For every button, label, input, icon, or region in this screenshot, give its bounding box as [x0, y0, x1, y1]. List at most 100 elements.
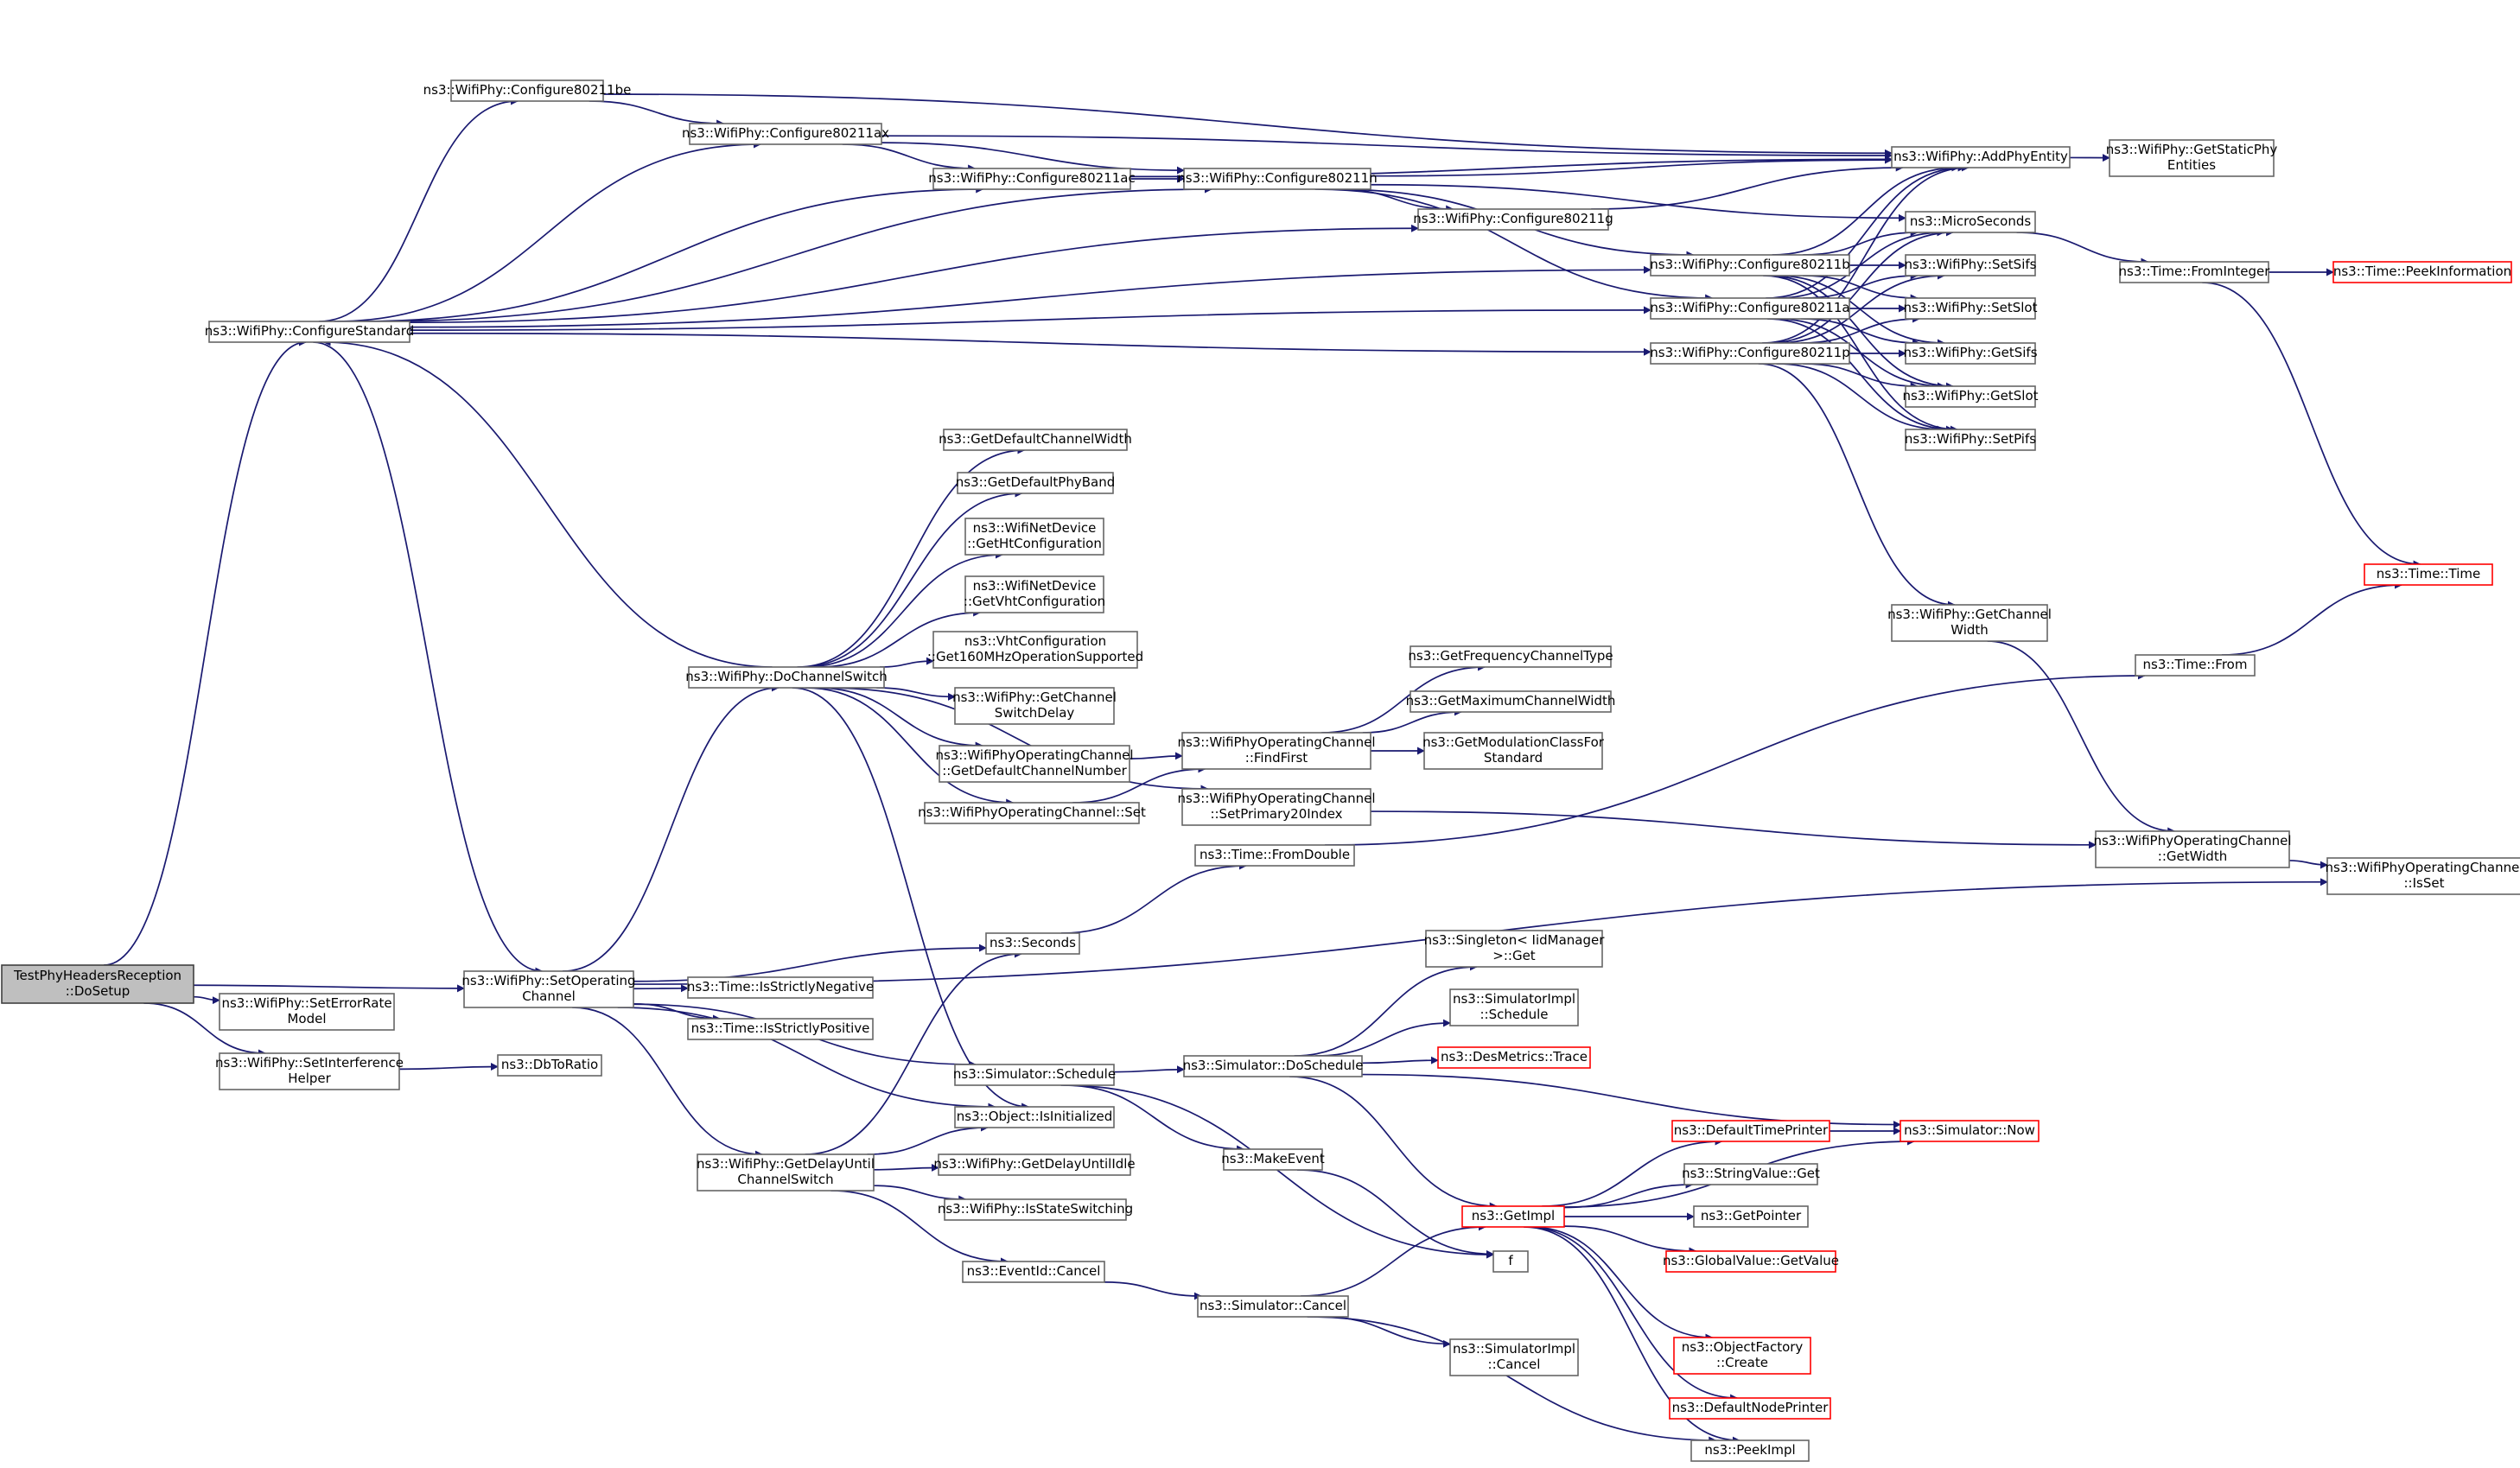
node-setSlot[interactable]: ns3::WifiPhy::SetSlot — [1904, 297, 2038, 320]
node-ax[interactable]: ns3::WifiPhy::Configure80211ax — [682, 123, 889, 145]
node-label: ns3::WifiPhy::Configure80211n — [1177, 170, 1377, 186]
node-getDefCW[interactable]: ns3::GetDefaultChannelWidth — [939, 429, 1132, 451]
node-n[interactable]: ns3::WifiPhy::Configure80211n — [1177, 168, 1378, 190]
node-label: ::FindFirst — [1245, 750, 1308, 766]
node-label: ns3::SimulatorImpl — [1453, 991, 1575, 1007]
edge-be-to-addPhy — [602, 93, 1893, 157]
node-strictPos[interactable]: ns3::Time::IsStrictlyPositive — [687, 1018, 874, 1040]
node-makeEvent[interactable]: ns3::MakeEvent — [1221, 1148, 1325, 1171]
node-label: ns3::WifiPhyOperatingChannel — [1177, 791, 1375, 806]
node-vht160[interactable]: ns3::VhtConfiguration::Get160MHzOperatio… — [927, 631, 1143, 669]
node-simSched[interactable]: ns3::Simulator::Schedule — [953, 1064, 1116, 1086]
node-f[interactable]: f — [1492, 1250, 1529, 1273]
node-box — [2332, 261, 2512, 283]
node-simDoSched[interactable]: ns3::Simulator::DoSchedule — [1183, 1055, 1364, 1077]
edge-p-to-getSlot — [1803, 363, 1919, 391]
node-box — [2119, 261, 2269, 283]
node-getDefChNum[interactable]: ns3::WifiPhyOperatingChannel::GetDefault… — [935, 745, 1134, 783]
node-box — [954, 687, 1115, 725]
node-getDelayIdle[interactable]: ns3::WifiPhy::GetDelayUntilIdle — [933, 1153, 1136, 1176]
edge-doChSw-to-getDefBand — [799, 489, 1023, 668]
node-a[interactable]: ns3::WifiPhy::Configure80211a — [1650, 297, 1850, 320]
node-cfgStd[interactable]: ns3::WifiPhy::ConfigureStandard — [205, 321, 414, 343]
node-box — [954, 1064, 1115, 1086]
node-timeFrom[interactable]: ns3::Time::From — [2135, 654, 2256, 677]
node-setSifs[interactable]: ns3::WifiPhy::SetSifs — [1905, 254, 2037, 276]
node-defTimePrinter[interactable]: ns3::DefaultTimePrinter — [1671, 1120, 1830, 1142]
node-isStateSw[interactable]: ns3::WifiPhy::IsStateSwitching — [938, 1198, 1133, 1221]
node-strictNeg[interactable]: ns3::Time::IsStrictlyNegative — [687, 976, 874, 999]
node-findFirst[interactable]: ns3::WifiPhyOperatingChannel::FindFirst — [1177, 732, 1376, 770]
node-implSched[interactable]: ns3::SimulatorImpl::Schedule — [1449, 988, 1579, 1026]
node-box — [687, 976, 874, 999]
node-p[interactable]: ns3::WifiPhy::Configure80211p — [1650, 342, 1850, 365]
edge-getDelay-to-getDelayIdle — [873, 1163, 939, 1172]
node-getVht[interactable]: ns3::WifiNetDevice::GetVhtConfiguration — [964, 575, 1105, 613]
node-label: ns3::Time::Time — [2377, 566, 2481, 581]
node-be[interactable]: ns3::WifiPhy::Configure80211be — [423, 79, 632, 102]
node-b[interactable]: ns3::WifiPhy::Configure80211b — [1650, 254, 1850, 276]
node-g[interactable]: ns3::WifiPhy::Configure80211g — [1413, 208, 1613, 231]
node-peekInfo[interactable]: ns3::Time::PeekInformation — [2332, 261, 2512, 283]
node-seconds[interactable]: ns3::Seconds — [985, 932, 1080, 955]
node-label: ns3::WifiPhy::SetSlot — [1904, 300, 2038, 315]
node-getPtr[interactable]: ns3::GetPointer — [1693, 1205, 1809, 1228]
node-simCancel[interactable]: ns3::Simulator::Cancel — [1197, 1295, 1349, 1318]
edge-timeFrom-to-timeTime — [2221, 581, 2403, 656]
node-evCancel[interactable]: ns3::EventId::Cancel — [962, 1261, 1105, 1283]
node-ac[interactable]: ns3::WifiPhy::Configure80211ac — [928, 168, 1136, 190]
nodes-layer: TestPhyHeadersReception::DoSetupns3::Wif… — [1, 79, 2520, 1462]
node-label: ::DoSetup — [66, 983, 130, 999]
node-getHt[interactable]: ns3::WifiNetDevice::GetHtConfiguration — [964, 518, 1104, 556]
node-setPifs[interactable]: ns3::WifiPhy::SetPifs — [1905, 429, 2036, 451]
node-singleton[interactable]: ns3::Singleton< IidManager >::Get — [1424, 930, 1606, 968]
node-getSlot[interactable]: ns3::WifiPhy::GetSlot — [1902, 385, 2039, 408]
edge-root-to-setErr — [193, 995, 220, 1005]
node-objFactory[interactable]: ns3::ObjectFactory::Create — [1673, 1337, 1811, 1375]
node-defNodePrinter[interactable]: ns3::DefaultNodePrinter — [1669, 1397, 1831, 1420]
node-simNow[interactable]: ns3::Simulator::Now — [1900, 1120, 2040, 1142]
node-getMaxCW[interactable]: ns3::GetMaximumChannelWidth — [1406, 690, 1616, 713]
node-micro[interactable]: ns3::MicroSeconds — [1905, 211, 2036, 233]
node-isInit[interactable]: ns3::Object::IsInitialized — [954, 1106, 1115, 1128]
node-implCancel[interactable]: ns3::SimulatorImpl::Cancel — [1449, 1338, 1579, 1376]
node-peekImpl[interactable]: ns3::PeekImpl — [1690, 1439, 1810, 1462]
node-isSet[interactable]: ns3::WifiPhyOperatingChannel::IsSet — [2325, 857, 2520, 895]
node-box — [1671, 1120, 1830, 1142]
node-addPhy[interactable]: ns3::WifiPhy::AddPhyEntity — [1891, 146, 2071, 168]
node-getWidth[interactable]: ns3::WifiPhyOperatingChannel::GetWidth — [2093, 830, 2292, 868]
edge-makeEvent-to-f — [1296, 1169, 1494, 1258]
node-dbToRatio[interactable]: ns3::DbToRatio — [497, 1054, 602, 1077]
edge-n-to-micro — [1370, 183, 1906, 222]
node-getImpl[interactable]: ns3::GetImpl — [1461, 1205, 1565, 1228]
node-box — [1181, 732, 1371, 770]
node-fromInt[interactable]: ns3::Time::FromInteger — [2119, 261, 2271, 283]
edge-p-to-getChW — [1758, 363, 1956, 609]
node-getFreqType[interactable]: ns3::GetFrequencyChannelType — [1408, 645, 1613, 668]
node-fromDouble[interactable]: ns3::Time::FromDouble — [1194, 844, 1355, 867]
node-box — [1693, 1205, 1809, 1228]
node-setPrim20[interactable]: ns3::WifiPhyOperatingChannel::SetPrimary… — [1177, 788, 1376, 826]
node-getSifs[interactable]: ns3::WifiPhy::GetSifs — [1903, 342, 2038, 365]
node-opSet[interactable]: ns3::WifiPhyOperatingChannel::Set — [918, 802, 1146, 824]
node-timeTime[interactable]: ns3::Time::Time — [2364, 563, 2493, 586]
node-desTrace[interactable]: ns3::DesMetrics::Trace — [1437, 1046, 1591, 1069]
node-getDefBand[interactable]: ns3::GetDefaultPhyBand — [956, 472, 1115, 494]
node-label: ::IsSet — [2404, 875, 2445, 891]
node-box — [1492, 1250, 1529, 1273]
node-root[interactable]: TestPhyHeadersReception::DoSetup — [1, 964, 194, 1004]
node-box — [219, 1052, 400, 1090]
edge-doChSw-to-getDefChNum — [816, 687, 983, 750]
node-box — [1449, 988, 1579, 1026]
node-doChSw[interactable]: ns3::WifiPhy::DoChannelSwitch — [685, 666, 888, 689]
node-globalVal[interactable]: ns3::GlobalValue::GetValue — [1663, 1250, 1839, 1273]
node-strGet[interactable]: ns3::StringValue::Get — [1682, 1163, 1820, 1185]
